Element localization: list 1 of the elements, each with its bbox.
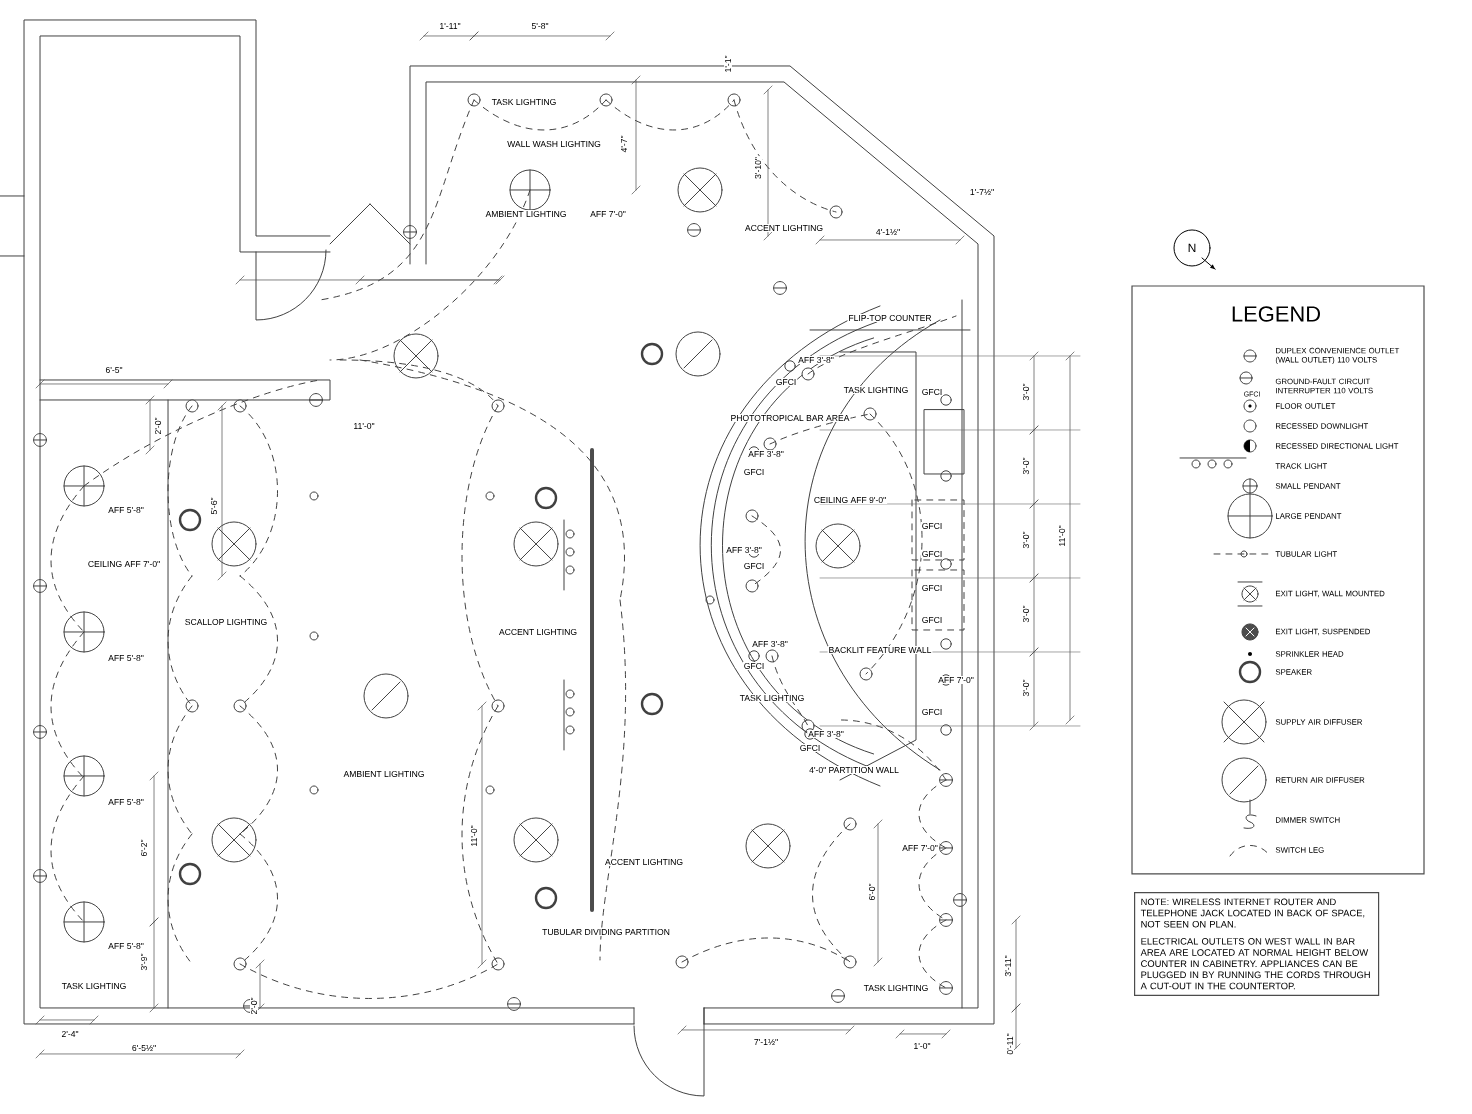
legend-heading: LEGEND	[1229, 305, 1323, 323]
